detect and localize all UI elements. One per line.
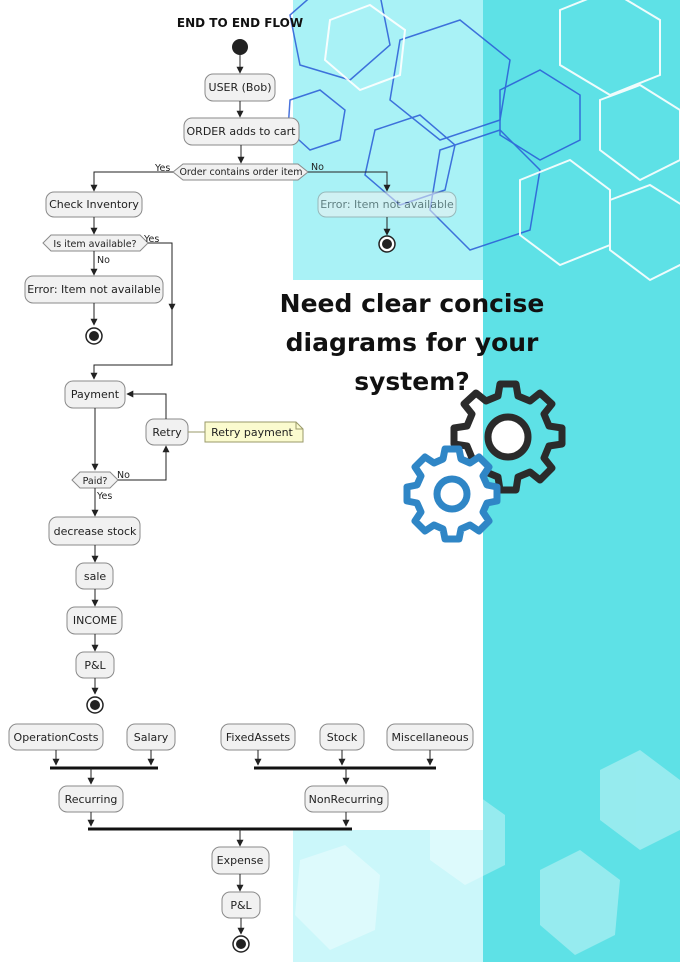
svg-text:Stock: Stock [327, 731, 358, 744]
decision-paid: Paid? [71, 471, 119, 489]
decision-item-available: Is item available? [42, 234, 149, 252]
node-retry: Retry [145, 418, 189, 446]
node-nonrecurring: NonRecurring [304, 785, 389, 813]
label-no-2: No [97, 255, 110, 266]
svg-text:Error: Item not available: Error: Item not available [27, 283, 161, 296]
node-pl-1: P&L [75, 651, 115, 679]
svg-text:Is item available?: Is item available? [53, 239, 136, 250]
hexagon-fills [295, 750, 680, 955]
node-salary: Salary [126, 723, 176, 751]
node-check-inventory: Check Inventory [45, 191, 143, 218]
label-no-3: No [117, 470, 130, 481]
node-payment: Payment [64, 380, 126, 409]
svg-text:Salary: Salary [134, 731, 169, 744]
note-retry-payment: Retry payment [204, 421, 304, 443]
svg-text:FixedAssets: FixedAssets [226, 731, 291, 744]
promo-line-3: system? [354, 367, 470, 396]
promo-headline: Need clear concise diagrams for your sys… [262, 284, 562, 401]
svg-text:Retry payment: Retry payment [211, 426, 293, 439]
svg-text:INCOME: INCOME [73, 614, 117, 627]
node-sale: sale [75, 562, 114, 590]
node-decrease-stock: decrease stock [48, 516, 141, 546]
label-no-1: No [311, 162, 324, 173]
promo-line-2: diagrams for your [285, 328, 539, 357]
svg-text:Payment: Payment [71, 388, 120, 401]
gear-icon-blue [403, 445, 501, 543]
node-error-right: Error: Item not available [317, 191, 457, 218]
node-operation-costs: OperationCosts [8, 723, 104, 751]
svg-text:P&L: P&L [84, 659, 106, 672]
node-fixed-assets: FixedAssets [220, 723, 296, 751]
svg-text:Retry: Retry [152, 426, 182, 439]
svg-text:Miscellaneous: Miscellaneous [391, 731, 468, 744]
label-yes-1: Yes [154, 163, 170, 174]
svg-text:Error: Item not available: Error: Item not available [320, 198, 454, 211]
gear-icon-dark [450, 380, 566, 494]
label-yes-2: Yes [143, 234, 159, 245]
cyan-band-bottom [293, 830, 483, 962]
svg-text:OperationCosts: OperationCosts [14, 731, 99, 744]
svg-text:Order contains order item: Order contains order item [179, 167, 302, 178]
node-pl-2: P&L [221, 891, 261, 919]
node-user: USER (Bob) [204, 73, 276, 102]
hexagon-pattern-white [323, 0, 680, 282]
promo-line-1: Need clear concise [279, 289, 545, 318]
diagram-title: END TO END FLOW [177, 16, 303, 30]
node-recurring: Recurring [58, 785, 124, 813]
svg-text:Recurring: Recurring [65, 793, 118, 806]
node-error-left: Error: Item not available [24, 275, 164, 304]
svg-text:NonRecurring: NonRecurring [309, 793, 384, 806]
start-node [232, 39, 248, 55]
svg-text:USER (Bob): USER (Bob) [209, 81, 272, 94]
svg-text:sale: sale [84, 570, 107, 583]
svg-text:ORDER adds to cart: ORDER adds to cart [187, 125, 297, 138]
svg-text:Paid?: Paid? [83, 476, 108, 487]
node-stock: Stock [319, 723, 365, 751]
node-income: INCOME [66, 606, 123, 635]
label-yes-3: Yes [96, 491, 112, 502]
svg-text:Check Inventory: Check Inventory [49, 198, 139, 211]
svg-text:Expense: Expense [217, 854, 264, 867]
decision-order-contains: Order contains order item [172, 163, 309, 181]
node-expense: Expense [211, 846, 270, 875]
node-order: ORDER adds to cart [183, 117, 300, 146]
svg-text:decrease stock: decrease stock [54, 525, 137, 538]
node-miscellaneous: Miscellaneous [386, 723, 474, 751]
svg-text:P&L: P&L [230, 899, 252, 912]
